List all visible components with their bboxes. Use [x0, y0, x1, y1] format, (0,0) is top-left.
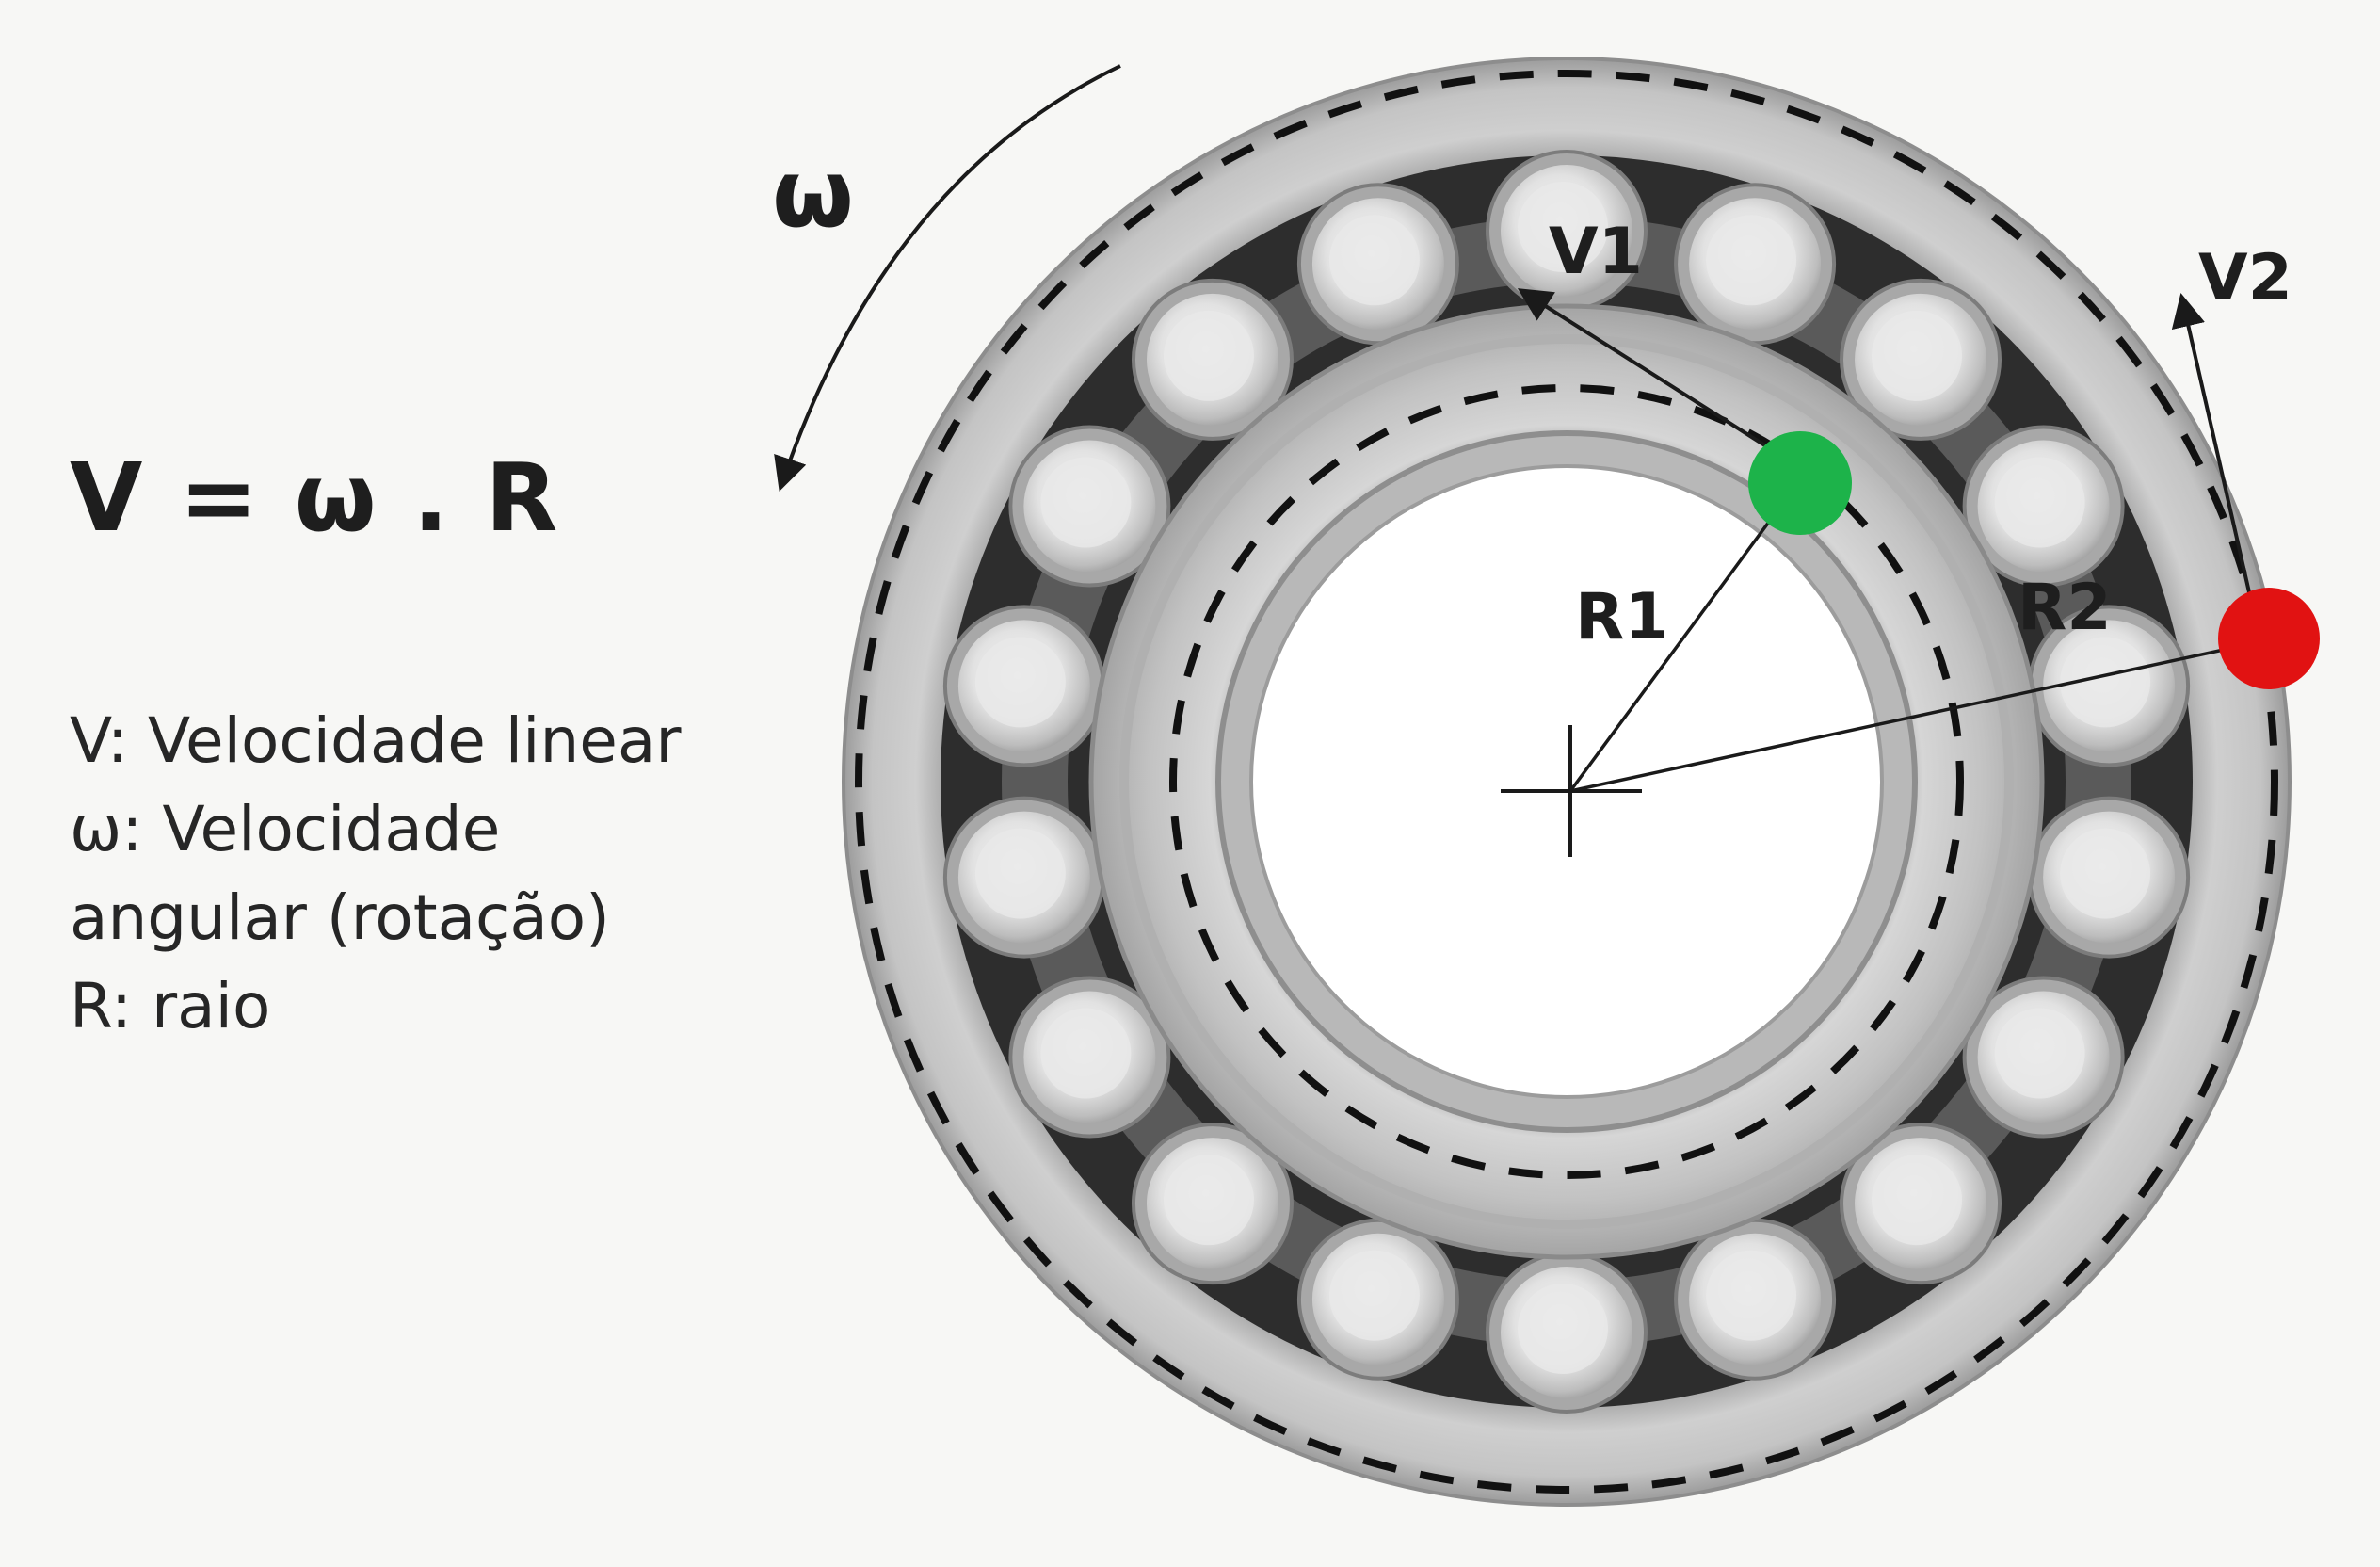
- inner-ring-groove: [1119, 334, 2014, 1229]
- roller: [942, 605, 1105, 767]
- roller-core: [1872, 1155, 1963, 1246]
- roller: [1131, 1123, 1294, 1285]
- roller-core: [974, 637, 1066, 728]
- velocity-v2-arrow: [2171, 292, 2254, 606]
- roller: [1008, 976, 1171, 1139]
- label-v2: V2: [2198, 241, 2292, 315]
- roller: [1296, 1218, 1459, 1381]
- roller-core: [1872, 310, 1963, 401]
- roller-core: [1328, 1250, 1420, 1341]
- inner-ring-edge: [1088, 303, 2045, 1260]
- inner-point-green: [1748, 431, 1852, 535]
- roller-core: [1163, 1155, 1254, 1246]
- roller-core: [1706, 1250, 1797, 1341]
- outer-ring-edge: [842, 57, 2292, 1507]
- roller: [1674, 183, 1837, 346]
- roller: [1296, 183, 1459, 346]
- legend-line-v: V: Velocidade linear: [70, 704, 682, 777]
- roller: [942, 796, 1105, 959]
- roller-core: [1040, 457, 1132, 548]
- roller-core: [1994, 457, 2085, 548]
- roller: [1962, 976, 2125, 1139]
- legend-line-omega: ω: Velocidade: [70, 793, 501, 865]
- roller-core: [1163, 310, 1254, 401]
- roller: [2028, 796, 2191, 959]
- roller-core: [974, 828, 1066, 919]
- roller: [1486, 1252, 1648, 1414]
- roller-core: [1518, 1284, 1608, 1374]
- roller: [1131, 278, 1294, 441]
- roller: [1008, 425, 1171, 588]
- roller-group: [942, 150, 2191, 1414]
- roller-core: [2060, 637, 2151, 728]
- roller-core: [1040, 1008, 1132, 1099]
- rotation-arrow-arc: [774, 64, 1121, 492]
- roller-core: [2060, 828, 2151, 919]
- roller: [1674, 1218, 1837, 1381]
- outer-ring-dashed-path: [855, 70, 2278, 1494]
- outer-point-red: [2218, 588, 2320, 689]
- legend-line-omega-cont: angular (rotação): [70, 881, 610, 954]
- roller: [1962, 425, 2125, 588]
- roller-core: [1328, 215, 1420, 306]
- label-omega: ω: [772, 138, 854, 249]
- velocity-formula: V = ω . R: [70, 443, 560, 553]
- roller-core: [1518, 182, 1608, 272]
- roller: [1840, 278, 2002, 441]
- velocity-v1-arrow: [1517, 288, 1783, 458]
- roller-core: [1706, 215, 1797, 306]
- roller: [1840, 1123, 2002, 1285]
- formula-legend: V: Velocidade linear ω: Velocidade angul…: [70, 697, 785, 1051]
- legend-line-r: R: raio: [70, 970, 271, 1042]
- label-r2: R2: [2018, 571, 2112, 645]
- label-r1: R1: [1575, 580, 1669, 654]
- roller: [2028, 605, 2191, 767]
- inner-ring-dashed-path: [1169, 384, 1964, 1179]
- inner-bore: [1249, 464, 1884, 1099]
- radius-r1-line: [1568, 480, 1800, 793]
- roller-core: [1994, 1008, 2085, 1099]
- radius-r2-line: [1569, 638, 2268, 793]
- label-v1: V1: [1549, 215, 1643, 289]
